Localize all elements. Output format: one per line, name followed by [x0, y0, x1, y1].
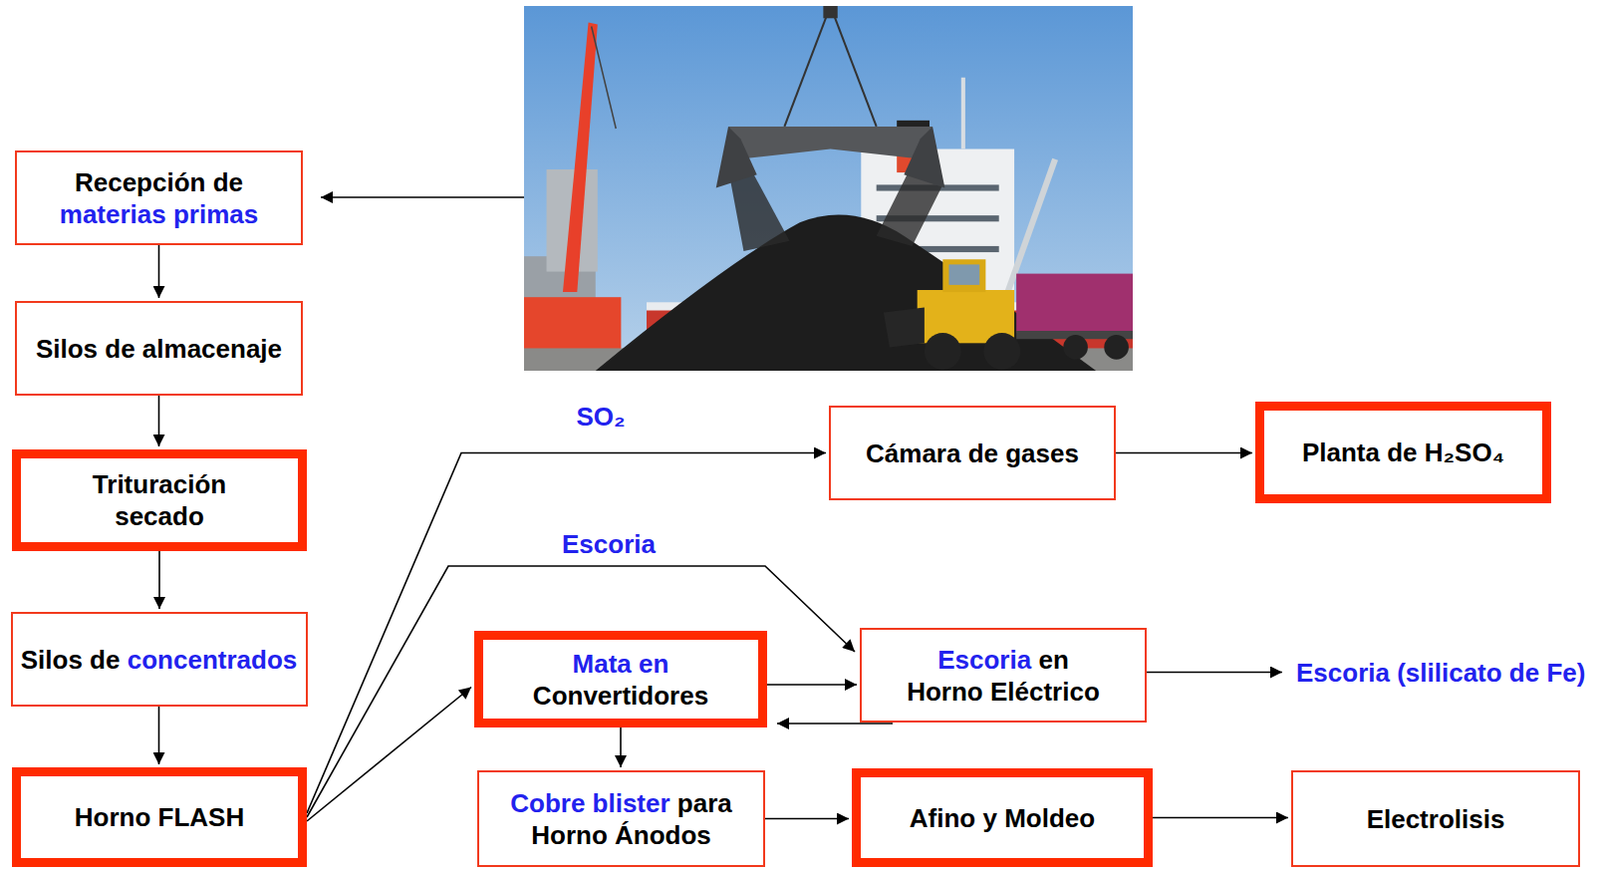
box-text: Convertidores [533, 679, 709, 712]
box-text: Horno Eléctrico [906, 675, 1100, 708]
box-content: Electrolisis [1366, 802, 1506, 835]
flow-arrow [158, 706, 161, 765]
box-content: Trituración secado [69, 468, 250, 533]
text-row: Horno Ánodos [531, 818, 712, 851]
box-text: Escoria [937, 643, 1032, 676]
text-row: Afino y Moldeo [909, 801, 1095, 834]
flow-arrow [158, 245, 161, 298]
process-box: Silos deconcentrados [10, 611, 308, 707]
text-row: Recepción de [74, 166, 244, 199]
box-text: Horno FLASH [74, 800, 245, 833]
text-row: Horno FLASH [74, 800, 245, 833]
key-process-box: Planta de H₂SO₄ [1255, 401, 1552, 504]
box-content: Cobre blisterparaHorno Ánodos [510, 787, 733, 851]
port-photo [524, 5, 1133, 371]
flow-arrow [1152, 816, 1289, 819]
box-text: Cobre blister [510, 787, 670, 819]
key-process-box: Trituración secado [11, 449, 307, 551]
flow-arrow [765, 817, 849, 820]
box-text: Silos de almacenaje [35, 332, 282, 365]
box-content: EscoriaenHorno Eléctrico [906, 643, 1100, 708]
text-row: Cámara de gases [865, 437, 1079, 470]
photo-arrow [320, 196, 525, 199]
box-text: Electrolisis [1366, 802, 1506, 835]
box-content: Mata enConvertidores [533, 647, 709, 712]
box-text: Recepción de [74, 166, 244, 199]
text-row: Electrolisis [1366, 802, 1506, 835]
process-box: Electrolisis [1291, 770, 1581, 867]
key-process-box: Afino y Moldeo [851, 768, 1153, 867]
flow-arrow [306, 687, 472, 822]
text-row: Horno Eléctrico [906, 675, 1100, 708]
flow-arrow [1115, 452, 1253, 455]
box-text: concentrados [127, 643, 298, 676]
process-box: Cámara de gases [828, 405, 1116, 501]
key-process-box: Mata enConvertidores [474, 630, 768, 728]
text-row: Mata en [572, 647, 670, 680]
box-text: Planta de H₂SO₄ [1302, 436, 1505, 469]
box-content: Planta de H₂SO₄ [1302, 436, 1505, 469]
box-text: Horno Ánodos [531, 818, 712, 851]
box-text: en [1038, 643, 1068, 676]
flow-arrow [158, 550, 161, 609]
key-process-box: Horno FLASH [11, 767, 307, 867]
box-text: Trituración secado [69, 468, 250, 533]
box-text: Mata en [572, 647, 670, 680]
box-content: Horno FLASH [74, 800, 245, 833]
flow-arrow [306, 453, 826, 814]
text-row: Silos deconcentrados [20, 643, 297, 676]
text-row: Trituración secado [69, 468, 250, 533]
box-content: Silos de almacenaje [35, 332, 282, 365]
process-box: Recepción dematerias primas [14, 150, 303, 246]
process-box: Cobre blisterparaHorno Ánodos [477, 770, 766, 867]
process-box: EscoriaenHorno Eléctrico [859, 627, 1147, 723]
flow-label: SO₂ [573, 401, 627, 432]
box-content: Cámara de gases [865, 437, 1079, 470]
box-text: Afino y Moldeo [909, 801, 1095, 834]
text-row: Planta de H₂SO₄ [1302, 436, 1505, 469]
text-row: materias primas [59, 198, 259, 231]
box-content: Recepción dematerias primas [59, 166, 259, 231]
flow-arrow [777, 722, 893, 725]
box-text: para [677, 787, 733, 819]
flow-arrow [158, 395, 161, 447]
flow-arrow [767, 683, 857, 686]
box-text: materias primas [59, 198, 259, 231]
text-row: Silos de almacenaje [35, 332, 282, 365]
text-row: Convertidores [533, 679, 709, 712]
box-text: Cámara de gases [865, 437, 1079, 470]
process-box: Silos de almacenaje [14, 300, 303, 396]
box-text: Silos de [20, 643, 121, 676]
output-arrow [1146, 671, 1283, 674]
text-row: Escoriaen [937, 643, 1069, 676]
flow-arrow [619, 727, 622, 768]
box-content: Silos deconcentrados [20, 643, 297, 676]
output-label: Escoria (slilicato de Fe) [1294, 657, 1588, 688]
flow-label: Escoria [559, 529, 658, 559]
text-row: Cobre blisterpara [510, 787, 733, 819]
box-content: Afino y Moldeo [909, 801, 1095, 834]
